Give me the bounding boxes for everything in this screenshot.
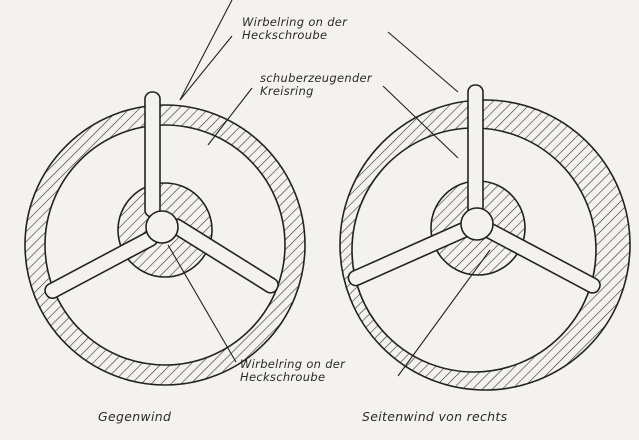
caption-headwind: Gegenwind: [98, 409, 172, 424]
label-bottom-vortex-ring: Wirbelring on der Heckschroube: [240, 358, 345, 384]
label-line: Kreisring: [260, 84, 314, 98]
left-center-hole: [145, 210, 179, 244]
right-center-hole: [460, 207, 494, 241]
label-line: schuberzeugender: [260, 71, 372, 85]
label-top-vortex-ring: Wirbelring on der Heckschroube: [242, 16, 347, 42]
caption-crosswind-right: Seitenwind von rechts: [362, 409, 508, 424]
right-blades: [347, 84, 601, 294]
left-outer-ring: [24, 104, 306, 386]
leader-lines: [167, 0, 491, 377]
right-outer-ring: [339, 99, 631, 391]
label-line: Wirbelring on der: [242, 15, 348, 29]
label-thrust-ring: schuberzeugender Kreisring: [260, 72, 372, 98]
label-line: Heckschroube: [242, 28, 328, 42]
label-line: Wirbelring on der: [240, 357, 346, 371]
label-line: Heckschroube: [240, 370, 326, 384]
right-rotor: [339, 84, 631, 391]
left-rotor: [24, 91, 306, 386]
